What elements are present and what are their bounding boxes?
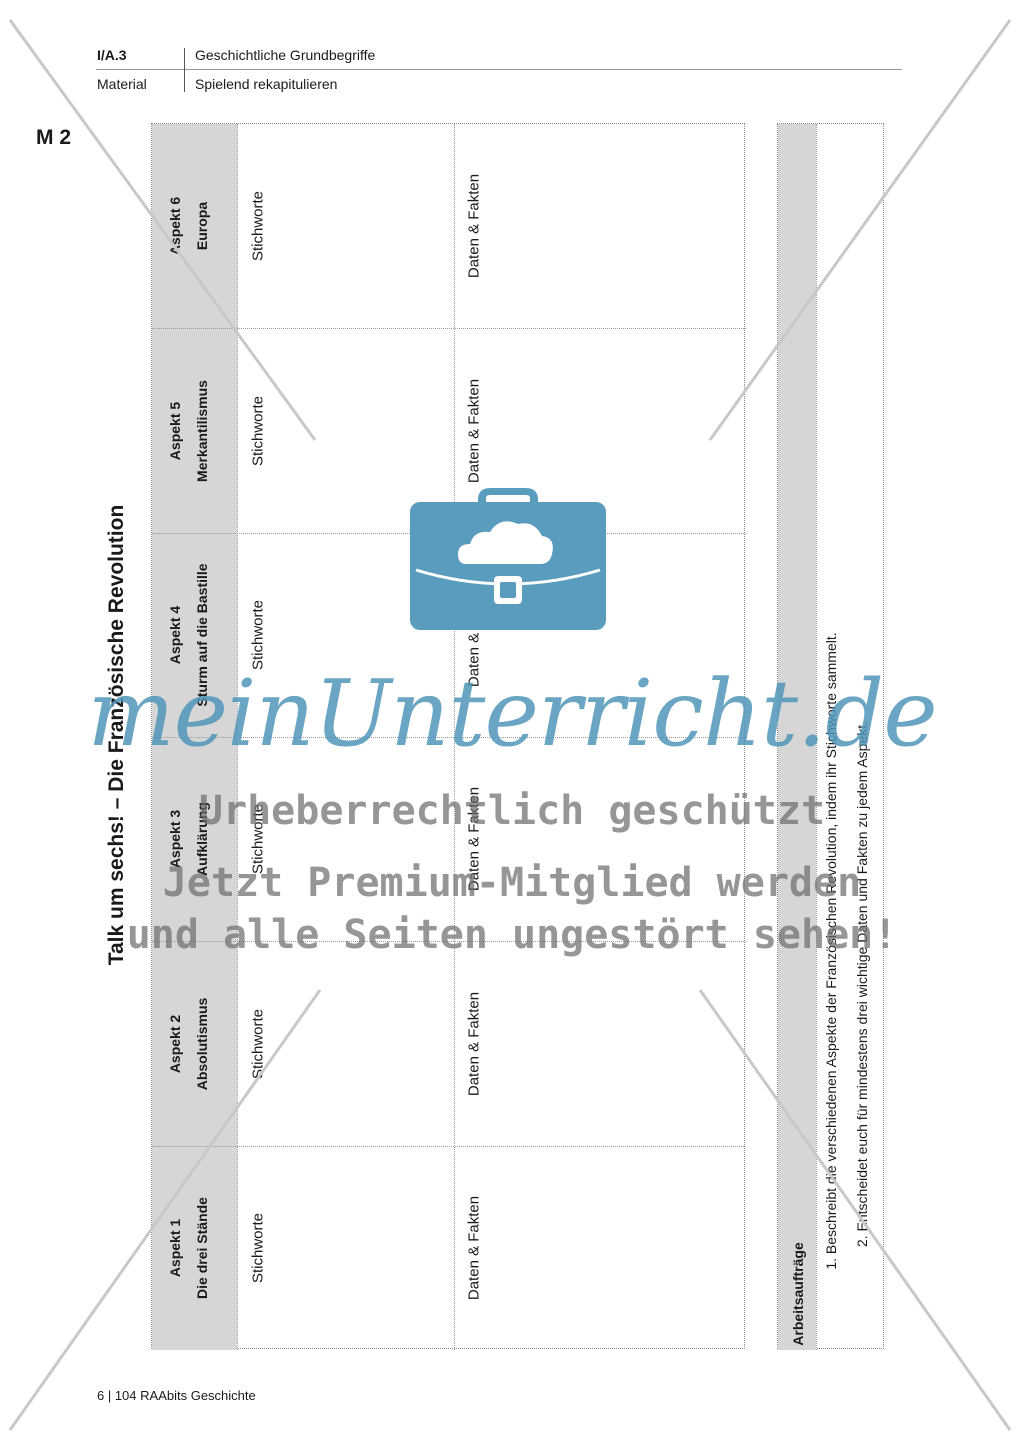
aspect-label: Aspekt 4 (167, 605, 183, 665)
page-footer: 6 | 104 RAAbits Geschichte (97, 1388, 256, 1403)
unit-label: I/A.3 (97, 47, 127, 63)
aspect-label: Aspekt 3 (167, 809, 183, 869)
row-divider (152, 533, 746, 534)
row-divider (152, 328, 746, 329)
keywords-cell: Stichworte (249, 395, 267, 467)
aspect-3-header: Aspekt 3 Aufklärung (162, 802, 216, 876)
facts-cell: Daten & Fakten (465, 173, 483, 279)
aspect-label: Aspekt 2 (167, 1014, 183, 1074)
facts-cell: Daten & Fakten (465, 786, 483, 892)
aspect-topic: Absolutismus (194, 997, 210, 1091)
type-label: Material (97, 76, 147, 92)
aspect-topic: Merkantilismus (194, 380, 210, 482)
aspect-label: Aspekt 5 (167, 401, 183, 461)
facts-cell: Daten & Fakten (465, 378, 483, 484)
facts-cell: Daten & Fakten (465, 1195, 483, 1301)
header-divider (96, 69, 902, 70)
assignments-band (778, 124, 816, 1350)
task-item-1: 1. Beschreibt die verschiedenen Aspekte … (823, 632, 839, 1270)
assignments-box: Arbeitsaufträge 1. Beschreibt die versch… (777, 123, 884, 1350)
facts-cell: Daten & Fakten (465, 582, 483, 688)
keywords-cell: Stichworte (249, 803, 267, 875)
header-vertical-divider (184, 48, 185, 92)
aspect-4-header: Aspekt 4 Sturm auf die Bastille (162, 563, 216, 706)
material-label: M 2 (36, 126, 72, 149)
aspect-topic: Sturm auf die Bastille (194, 563, 210, 707)
aspect-1-header: Aspekt 1 Die drei Stände (162, 1197, 216, 1299)
aspect-5-header: Aspekt 5 Merkantilismus (162, 380, 216, 482)
assignments-title: Arbeitsaufträge (790, 1242, 806, 1346)
aspect-2-header: Aspekt 2 Absolutismus (162, 998, 216, 1091)
row-divider (152, 941, 746, 942)
aspect-label: Aspekt 1 (167, 1218, 183, 1278)
row-divider (152, 1146, 746, 1147)
aspect-label: Aspekt 6 (167, 196, 183, 256)
keywords-cell: Stichworte (249, 190, 267, 262)
task-item-2: 2. Entscheidet euch für mindestens drei … (854, 720, 870, 1248)
keywords-cell: Stichworte (249, 1008, 267, 1080)
keywords-cell: Stichworte (249, 599, 267, 671)
aspect-6-header: Aspekt 6 Europa (162, 197, 216, 255)
facts-cell: Daten & Fakten (465, 991, 483, 1097)
assignments-divider (816, 124, 817, 1350)
aspect-table: Aspekt 6 Europa Stichworte Daten & Fakte… (151, 123, 746, 1350)
aspect-topic: Aufklärung (194, 802, 210, 876)
aspect-topic: Die drei Stände (194, 1197, 210, 1299)
row-divider (152, 737, 746, 738)
keywords-cell: Stichworte (249, 1212, 267, 1284)
topic-label: Geschichtliche Grundbegriffe (195, 47, 376, 63)
aspect-topic: Europa (194, 201, 210, 251)
subtitle-label: Spielend rekapitulieren (195, 76, 338, 92)
page-title: Talk um sechs! – Die Französische Revolu… (105, 504, 128, 966)
